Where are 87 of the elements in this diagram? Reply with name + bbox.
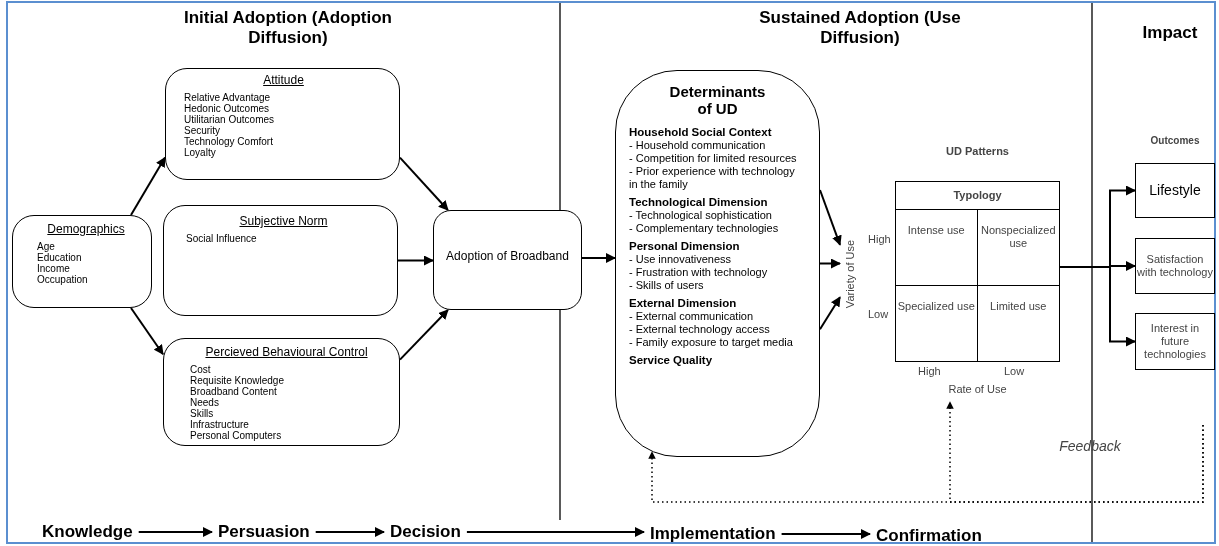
arrow	[581, 253, 616, 263]
box-text: Adoption of Broadband	[446, 248, 569, 265]
list-item: Loyalty	[184, 147, 216, 158]
box-text: Satisfaction with technology	[1136, 253, 1214, 279]
column-heading: Initial Adoption (Adoption Diffusion)	[183, 8, 393, 48]
table-cell: Intense use	[896, 210, 978, 286]
list-item: Hedonic Outcomes	[184, 103, 270, 114]
box-text: Lifestyle	[1149, 184, 1201, 197]
axis-title: Variety of Use	[843, 239, 857, 309]
pill-box	[615, 70, 820, 457]
arrow	[130, 307, 164, 356]
axis-label: High	[918, 364, 941, 379]
column-heading: Sustained Adoption (Use Diffusion)	[758, 8, 962, 48]
section-heading: Personal Dimension	[629, 239, 740, 253]
box-heading: Determinants of UD	[668, 83, 767, 117]
outcome-box	[1135, 238, 1215, 294]
arrow	[946, 401, 1204, 503]
list-item: Cost	[190, 364, 211, 375]
arrow	[819, 189, 842, 246]
outcome-box	[1135, 163, 1215, 218]
list-item: Social Influence	[186, 233, 257, 244]
outcome-box	[1135, 313, 1215, 370]
stage-label: Persuasion	[218, 522, 310, 542]
section-heading: Technological Dimension	[629, 195, 768, 209]
column-heading: Impact	[1141, 22, 1199, 44]
list-item: - Complementary technologies	[629, 222, 779, 235]
arrow	[780, 529, 871, 539]
list-item: Security	[184, 125, 221, 136]
table-cell-text: Limited use	[989, 298, 1048, 314]
arrow	[399, 156, 449, 211]
list-item: Relative Advantage	[184, 92, 271, 103]
list-item: - External technology access	[629, 323, 770, 336]
arrow	[819, 296, 841, 331]
rounded-box	[433, 210, 582, 310]
stage-label: Knowledge	[42, 522, 133, 542]
arrow	[137, 527, 213, 537]
section-heading: External Dimension	[629, 296, 737, 310]
list-item: Infrastructure	[190, 419, 249, 430]
axis-label: High	[868, 232, 891, 247]
list-item: Technology Comfort	[184, 136, 273, 147]
rounded-box	[165, 68, 400, 180]
box-heading: Percieved Behavioural Control	[205, 345, 368, 359]
rounded-box	[163, 338, 400, 446]
arrow	[397, 255, 434, 266]
list-item: Occupation	[37, 274, 88, 285]
list-item: Skills	[190, 408, 214, 419]
arrow	[819, 258, 841, 269]
list-item: - Technological sophistication	[629, 209, 772, 222]
list-item: - Skills of users	[629, 279, 704, 292]
arrow	[465, 527, 645, 537]
stage-label: Confirmation	[876, 526, 982, 546]
list-item: - Household communication	[629, 139, 766, 152]
section-heading: Service Quality	[629, 353, 713, 367]
list-item: Needs	[190, 397, 219, 408]
list-item: - Frustration with technology	[629, 266, 768, 279]
list-item: Personal Computers	[190, 430, 282, 441]
section-heading: Household Social Context	[629, 125, 772, 139]
list-item: - Competition for limited resources	[629, 152, 797, 165]
axis-label: Low	[868, 307, 889, 322]
chart-title: UD Patterns	[946, 144, 1009, 159]
box-heading: Attitude	[263, 73, 304, 87]
box-heading: Subjective Norm	[239, 214, 328, 228]
arrow	[399, 309, 449, 361]
list-item: Education	[37, 252, 82, 263]
list-item: - Use innovativeness	[629, 253, 732, 266]
rounded-box	[12, 215, 152, 308]
arrow	[314, 527, 385, 537]
list-item: Age	[37, 241, 55, 252]
stage-label: Decision	[390, 522, 461, 542]
list-item: Requisite Knowledge	[190, 375, 284, 386]
stage-label: Implementation	[650, 524, 776, 544]
axis-title: Rate of Use	[948, 382, 1007, 397]
table-header: Typology	[896, 182, 1059, 210]
rounded-box	[163, 205, 398, 316]
table-cell: Nonspecialized use	[977, 210, 1059, 286]
list-item: Broadband Content	[190, 386, 277, 397]
list-item: - External communication	[629, 310, 754, 323]
list-item: - Family exposure to target media	[629, 336, 793, 349]
table-cell: Specialized use	[896, 285, 978, 361]
box-heading: Demographics	[47, 222, 125, 236]
list-item: Income	[37, 263, 70, 274]
section-heading: Outcomes	[1149, 134, 1201, 148]
axis-label: Low	[1004, 364, 1025, 379]
arrow	[130, 156, 166, 216]
box-text: Interest in future technologies	[1143, 322, 1207, 361]
list-item: Utilitarian Outcomes	[184, 114, 275, 125]
list-item: - Prior experience with technology in the family	[629, 165, 796, 191]
